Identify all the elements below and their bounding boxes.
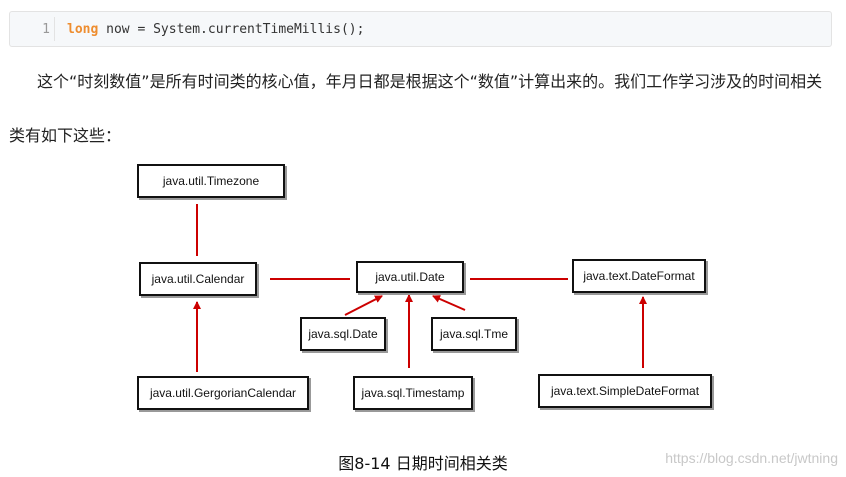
- node-sql-date: java.sql.Date: [300, 317, 386, 351]
- code-block: 1 long now = System.currentTimeMillis();: [9, 11, 832, 47]
- watermark: https://blog.csdn.net/jwtning: [665, 450, 838, 466]
- arrow-sqltime-date: [432, 295, 466, 311]
- code-keyword: long: [67, 21, 99, 37]
- diagram-connectors: [193, 204, 647, 372]
- node-calendar: java.util.Calendar: [139, 262, 257, 296]
- gutter-divider: [54, 17, 55, 41]
- code-line: long now = System.currentTimeMillis();: [55, 22, 364, 37]
- node-timezone: java.util.Timezone: [137, 164, 285, 198]
- node-dateformat: java.text.DateFormat: [572, 259, 706, 293]
- node-sql-time: java.sql.Tme: [431, 317, 517, 351]
- figure-caption: 图8-14 日期时间相关类: [338, 454, 508, 473]
- node-simpledateformat: java.text.SimpleDateFormat: [538, 374, 712, 408]
- code-statement: now = System.currentTimeMillis();: [98, 21, 365, 37]
- node-date: java.util.Date: [356, 261, 464, 293]
- arrow-sqldate-date: [344, 295, 383, 316]
- node-gregorian-calendar: java.util.GergorianCalendar: [137, 376, 309, 410]
- class-diagram: java.util.Timezone java.util.Calendar ja…: [130, 160, 720, 420]
- node-timestamp: java.sql.Timestamp: [353, 376, 473, 410]
- body-paragraph: 这个“时刻数值”是所有时间类的核心值，年月日都是根据这个“数值”计算出来的。我们…: [9, 72, 823, 145]
- line-number: 1: [42, 21, 50, 37]
